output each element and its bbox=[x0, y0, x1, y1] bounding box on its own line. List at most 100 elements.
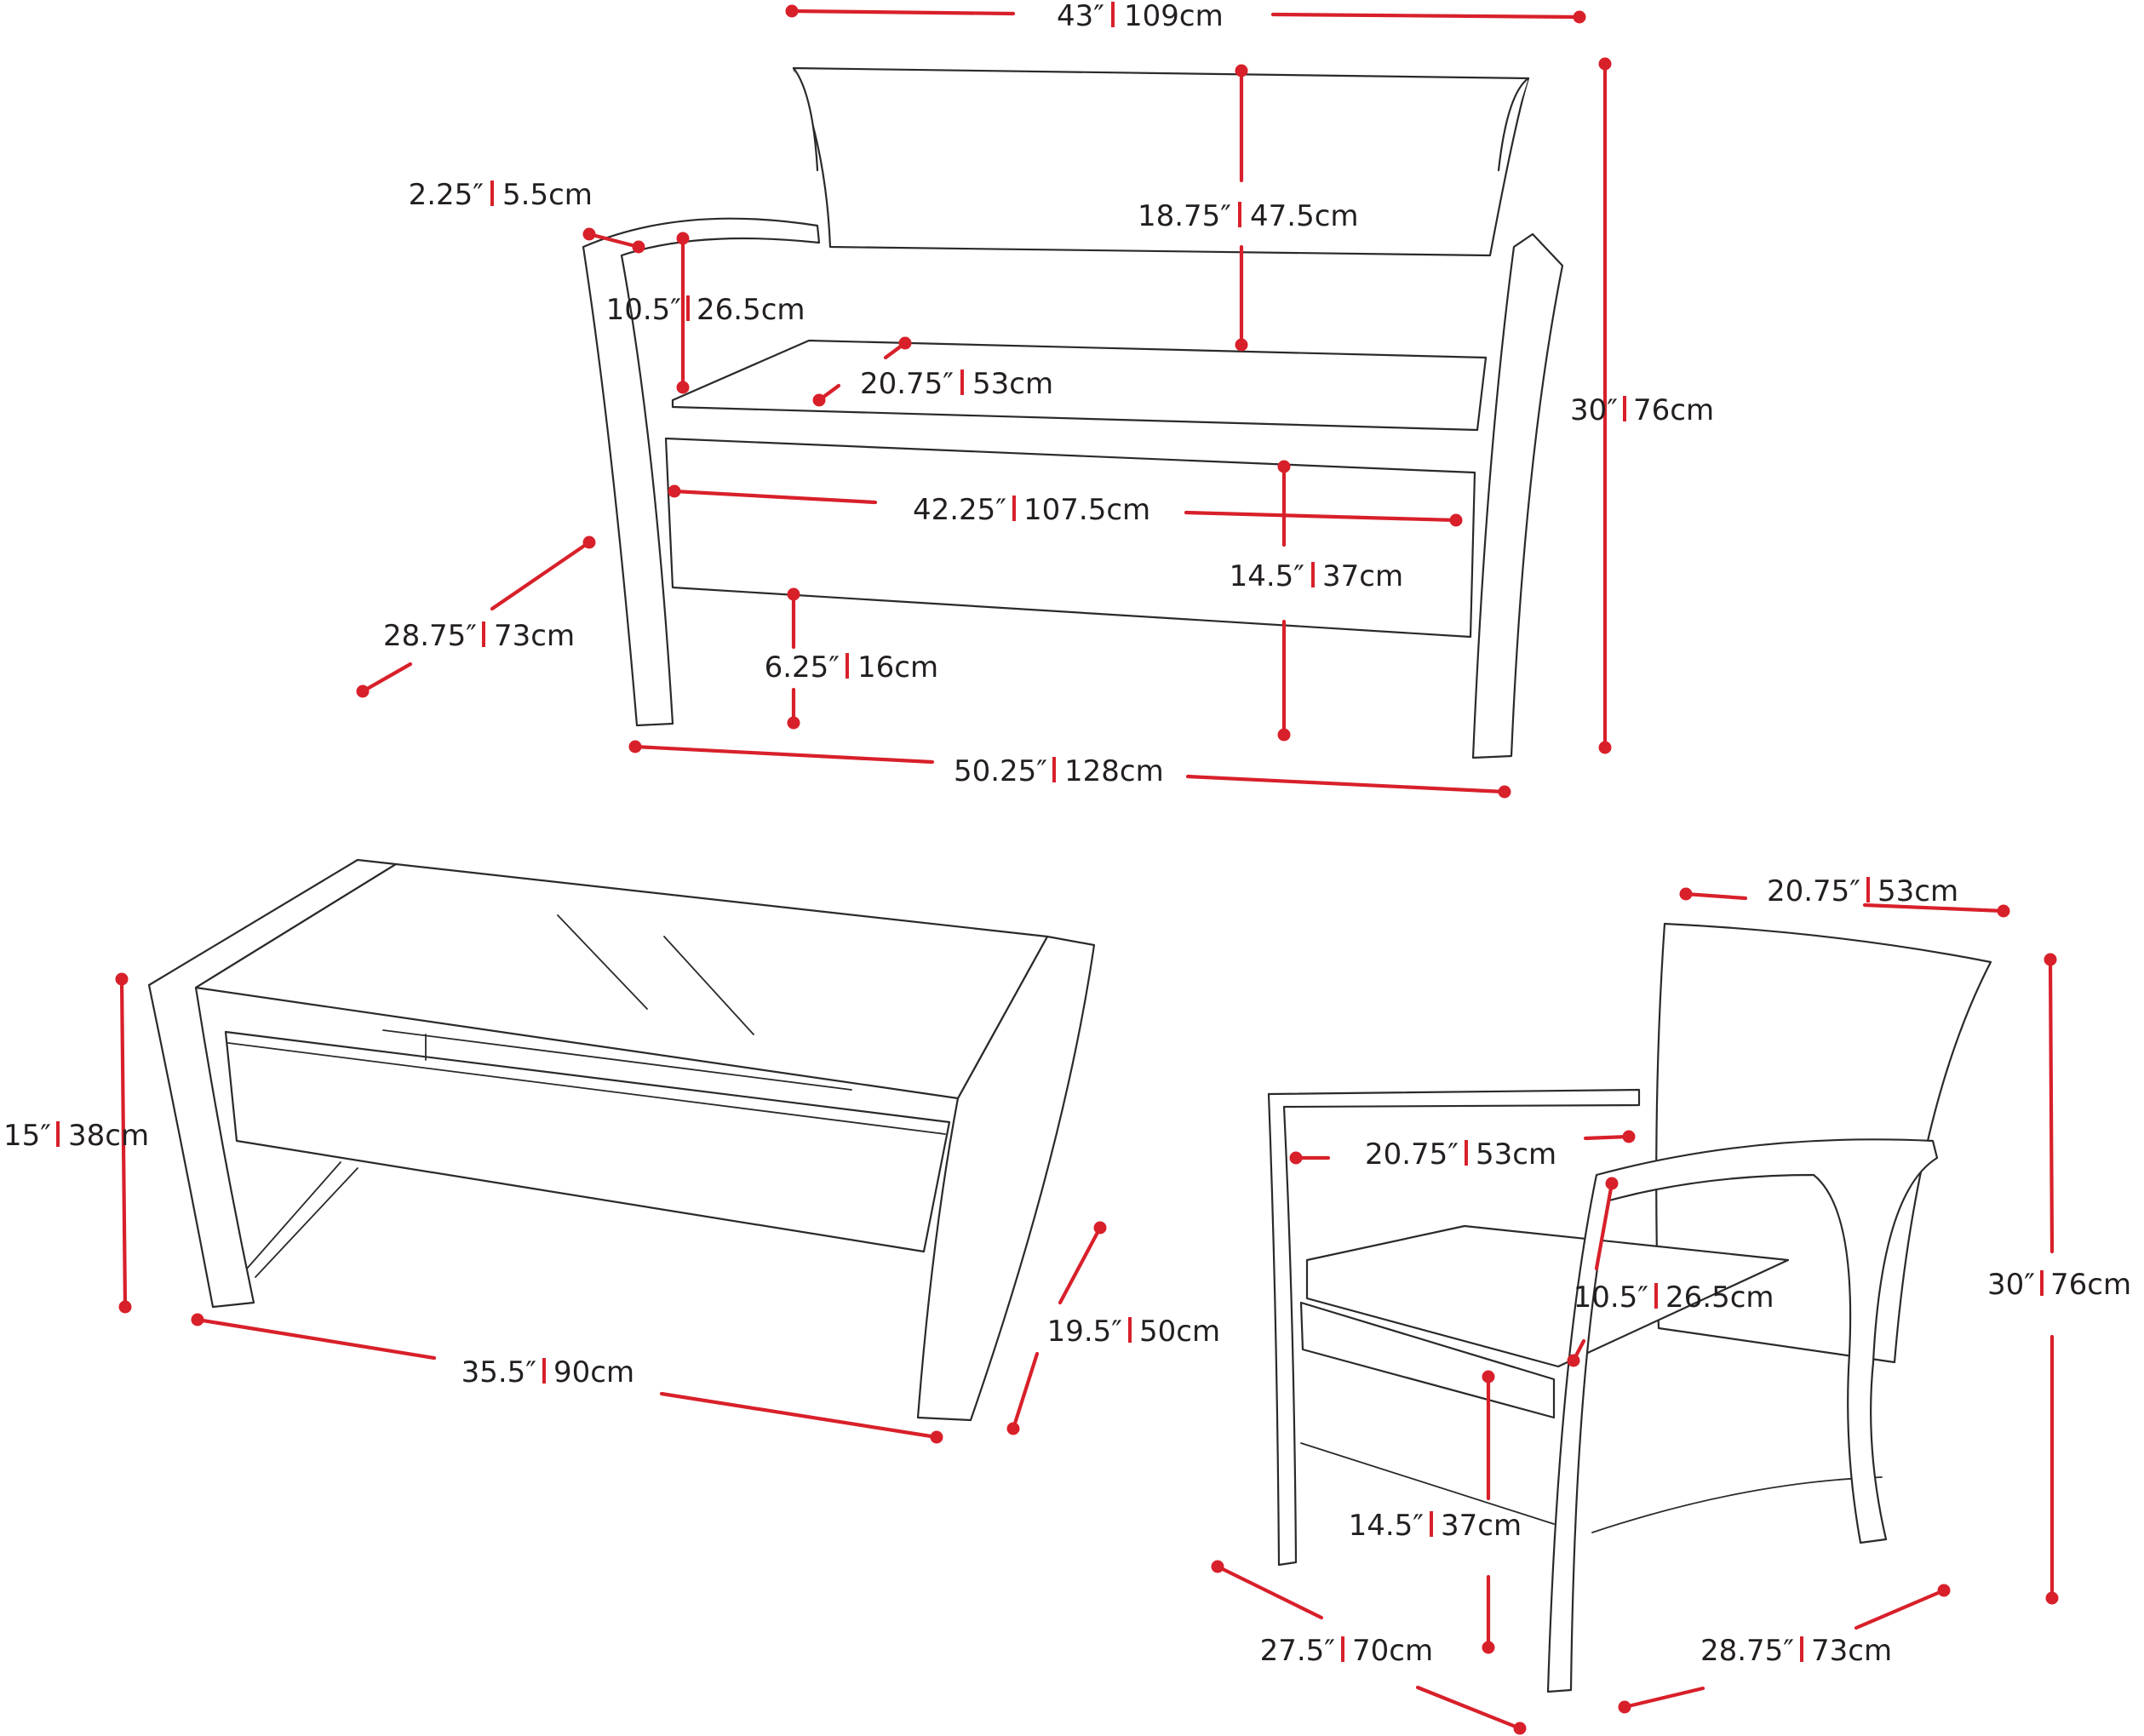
label-loveseat-arm-height: 10.5″ 26.5cm bbox=[606, 293, 805, 327]
label-separator bbox=[1800, 1636, 1803, 1662]
label-loveseat-back-height: 18.75″ 47.5cm bbox=[1138, 199, 1359, 233]
label-separator bbox=[1623, 396, 1626, 421]
label-separator bbox=[1052, 757, 1056, 782]
label-separator bbox=[1654, 1283, 1658, 1309]
label-metric: 37cm bbox=[1322, 559, 1403, 593]
dim-line-loveseat-width bbox=[633, 744, 1507, 794]
label-chair-seat-height: 14.5″ 37cm bbox=[1349, 1509, 1522, 1543]
label-imperial: 18.75″ bbox=[1138, 199, 1231, 233]
table-glass-reflection bbox=[557, 914, 754, 1035]
label-separator bbox=[2040, 1270, 2044, 1296]
dim-line-loveseat-depth bbox=[360, 540, 592, 694]
dim-line-loveseat-arm-width bbox=[789, 9, 1582, 20]
dim-line-chair-back-width bbox=[1683, 891, 2006, 914]
label-metric: 50cm bbox=[1139, 1315, 1220, 1349]
label-separator bbox=[542, 1358, 546, 1384]
label-separator bbox=[1311, 562, 1315, 587]
label-imperial: 20.75″ bbox=[1365, 1137, 1459, 1172]
label-imperial: 20.75″ bbox=[1767, 874, 1860, 908]
label-metric: 107.5cm bbox=[1023, 493, 1150, 527]
loveseat-backrest-ridge bbox=[792, 66, 1530, 172]
label-separator bbox=[1341, 1636, 1344, 1662]
chair-seat bbox=[1305, 1224, 1790, 1368]
label-metric: 73cm bbox=[494, 619, 575, 653]
dim-line-table-height bbox=[119, 977, 128, 1309]
label-loveseat-total-height: 30″ 76cm bbox=[1570, 393, 1714, 427]
label-separator bbox=[490, 180, 494, 206]
label-imperial: 27.5″ bbox=[1260, 1634, 1335, 1668]
dim-line-chair-depth bbox=[1622, 1588, 1946, 1710]
label-separator bbox=[686, 295, 690, 321]
label-imperial: 30″ bbox=[1987, 1268, 2035, 1302]
chair-right-arm bbox=[1546, 1138, 1939, 1693]
coffee-table-drawing bbox=[147, 858, 1096, 1422]
label-loveseat-arm-width: 43″ 109cm bbox=[1057, 0, 1224, 33]
table-lower-stretcher bbox=[246, 1161, 358, 1278]
dim-line-table-depth bbox=[1011, 1225, 1103, 1431]
label-imperial: 19.5″ bbox=[1047, 1315, 1122, 1349]
label-chair-total-height: 30″ 76cm bbox=[1987, 1268, 2131, 1302]
loveseat-drawing bbox=[582, 66, 1564, 759]
label-chair-arm-height: 10.5″ 26.5cm bbox=[1574, 1281, 1774, 1315]
label-separator bbox=[846, 653, 849, 679]
label-imperial: 43″ bbox=[1057, 0, 1104, 33]
label-metric: 53cm bbox=[1877, 874, 1958, 908]
label-loveseat-depth: 28.75″ 73cm bbox=[383, 619, 575, 653]
label-imperial: 6.25″ bbox=[765, 650, 840, 685]
label-separator bbox=[1465, 1140, 1468, 1166]
label-metric: 38cm bbox=[68, 1119, 149, 1153]
label-imperial: 20.75″ bbox=[860, 367, 954, 401]
label-loveseat-seat-width: 42.25″ 107.5cm bbox=[913, 493, 1150, 527]
label-metric: 5.5cm bbox=[502, 178, 593, 212]
dim-line-chair-width bbox=[1215, 1564, 1522, 1731]
dimension-labels: 43″ 109cm 2.25″ 5.5cm 10.5″ 26.5cm 18.75… bbox=[3, 0, 2131, 1668]
label-loveseat-width: 50.25″ 128cm bbox=[954, 754, 1164, 788]
label-chair-depth: 28.75″ 73cm bbox=[1700, 1634, 1892, 1668]
label-separator bbox=[1866, 877, 1870, 902]
chair-stretcher bbox=[1300, 1442, 1883, 1533]
label-chair-width: 27.5″ 70cm bbox=[1260, 1634, 1433, 1668]
table-shelf-rail bbox=[227, 1029, 946, 1135]
loveseat-right-arm bbox=[1471, 232, 1564, 759]
chair-left-arm bbox=[1267, 1088, 1641, 1567]
label-imperial: 42.25″ bbox=[913, 493, 1006, 527]
table-right-leg-panel bbox=[916, 935, 1096, 1422]
dim-line-table-length bbox=[195, 1317, 939, 1440]
label-metric: 37cm bbox=[1441, 1509, 1522, 1543]
label-metric: 128cm bbox=[1064, 754, 1164, 788]
loveseat-left-arm bbox=[582, 217, 821, 727]
dim-line-loveseat-arm-thickness bbox=[587, 232, 641, 249]
label-metric: 73cm bbox=[1811, 1634, 1892, 1668]
label-imperial: 14.5″ bbox=[1230, 559, 1304, 593]
label-imperial: 10.5″ bbox=[606, 293, 681, 327]
label-separator bbox=[482, 622, 485, 647]
label-imperial: 2.25″ bbox=[409, 178, 484, 212]
label-loveseat-clearance: 6.25″ 16cm bbox=[765, 650, 938, 685]
label-chair-back-width: 20.75″ 53cm bbox=[1767, 874, 1958, 908]
label-chair-seat-width: 20.75″ 53cm bbox=[1365, 1137, 1556, 1172]
label-metric: 16cm bbox=[857, 650, 938, 685]
label-metric: 53cm bbox=[972, 367, 1053, 401]
label-metric: 26.5cm bbox=[1665, 1281, 1774, 1315]
label-imperial: 15″ bbox=[3, 1119, 51, 1153]
label-imperial: 10.5″ bbox=[1574, 1281, 1648, 1315]
label-separator bbox=[1238, 202, 1241, 227]
label-separator bbox=[960, 370, 964, 395]
label-loveseat-seat-height: 14.5″ 37cm bbox=[1230, 559, 1403, 593]
label-metric: 109cm bbox=[1124, 0, 1224, 33]
label-metric: 76cm bbox=[2050, 1268, 2131, 1302]
loveseat-apron bbox=[664, 437, 1476, 639]
dim-line-loveseat-seat-width bbox=[672, 489, 1459, 523]
table-left-leg-panel bbox=[147, 858, 398, 1309]
label-table-height: 15″ 38cm bbox=[3, 1119, 149, 1153]
table-apron bbox=[224, 1030, 951, 1253]
label-imperial: 35.5″ bbox=[461, 1355, 536, 1389]
label-imperial: 30″ bbox=[1570, 393, 1618, 427]
label-imperial: 28.75″ bbox=[1700, 1634, 1794, 1668]
label-loveseat-seat-depth: 20.75″ 53cm bbox=[860, 367, 1053, 401]
dim-line-chair-seat-width bbox=[1293, 1134, 1631, 1160]
dim-line-chair-total-height bbox=[2048, 957, 2055, 1601]
label-separator bbox=[1128, 1317, 1132, 1343]
label-separator bbox=[1430, 1511, 1433, 1537]
